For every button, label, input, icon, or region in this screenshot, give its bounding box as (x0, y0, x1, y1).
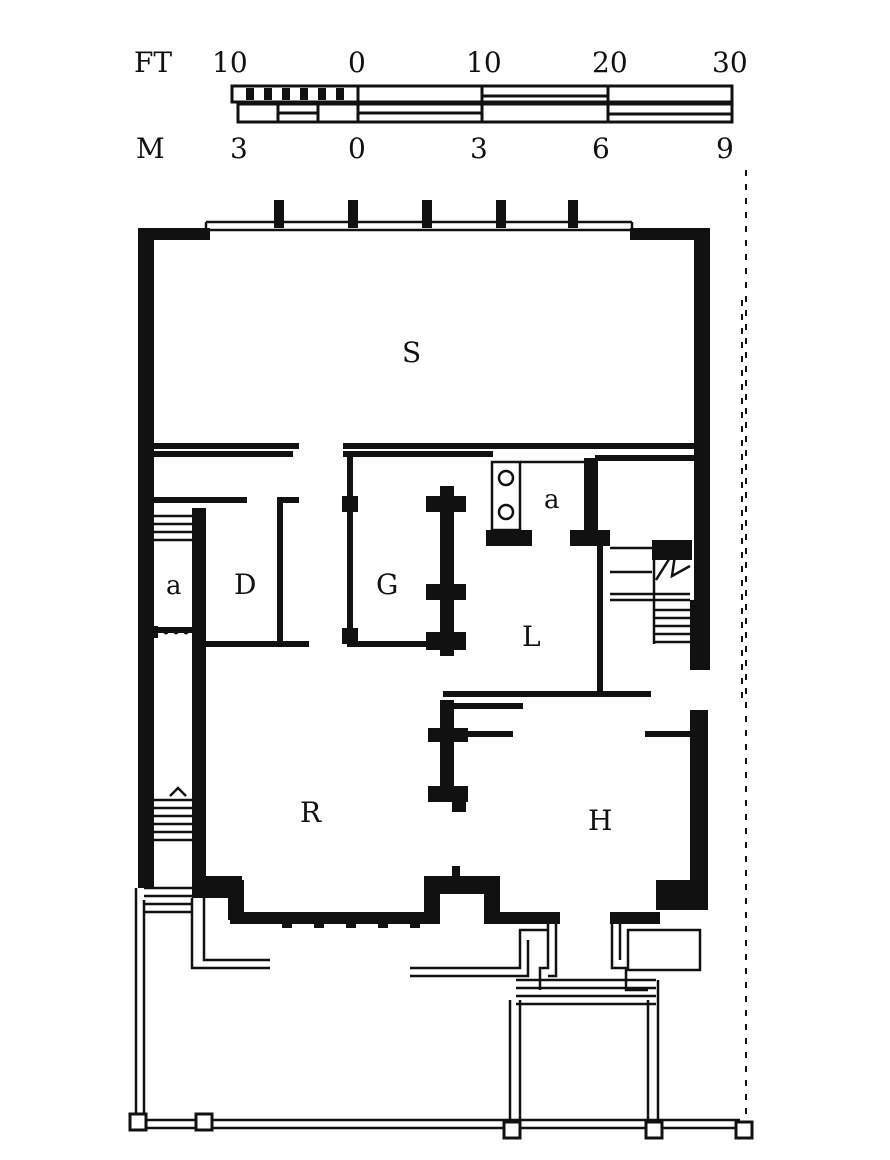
scale-ft-tick-3: 10 (466, 46, 502, 79)
scale-m-tick-5: 9 (716, 132, 734, 165)
scale-m-tick-4: 6 (592, 132, 610, 165)
scale-ft-tick-5: 30 (712, 46, 748, 79)
room-label-a-right: a (544, 485, 560, 515)
room-label-L: L (522, 620, 541, 653)
right-stair (610, 546, 691, 644)
thick-walls (138, 228, 710, 924)
bottom-window-piers (282, 912, 420, 928)
scale-m-unit: M (136, 132, 165, 165)
room-label-H: H (588, 804, 612, 837)
left-stair-upper (154, 514, 192, 542)
front-posts (274, 200, 578, 228)
scale-m-tick-3: 3 (470, 132, 488, 165)
scale-ft-tick-1: 10 (212, 46, 248, 79)
room-label-G: G (376, 568, 398, 601)
scale-m-tick-2: 0 (348, 132, 366, 165)
scale-m-tick-1: 3 (230, 132, 248, 165)
scale-bar: FT 10 0 10 20 30 M 3 (134, 46, 748, 165)
front-entrance (134, 886, 740, 1130)
room-label-D: D (234, 568, 256, 601)
room-label-S: S (402, 336, 421, 369)
scale-ft-tick-2: 0 (348, 46, 366, 79)
scale-ft-tick-4: 20 (592, 46, 628, 79)
door-marks (152, 626, 189, 638)
scale-ft-unit: FT (134, 46, 172, 79)
room-label-a-left: a (166, 571, 182, 601)
thin-walls (151, 443, 699, 737)
room-label-R: R (300, 796, 322, 829)
fence-posts (128, 1112, 754, 1140)
left-stair-lower (154, 786, 192, 842)
property-line (741, 170, 747, 1130)
room-a-right-fixtures (490, 460, 584, 532)
